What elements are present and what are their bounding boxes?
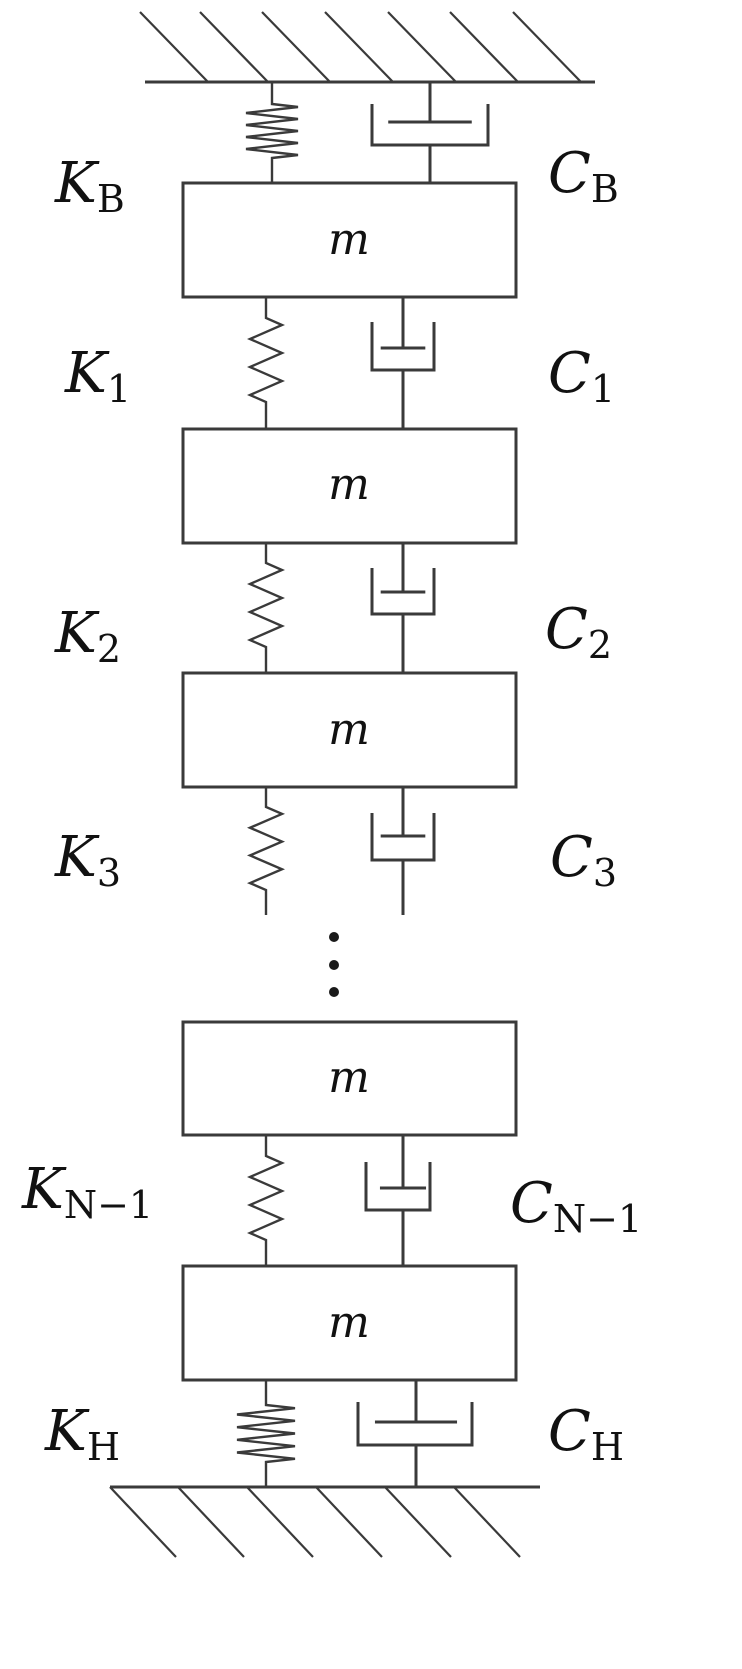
bottom-ground-hatching [109, 1486, 521, 1558]
ellipsis-dot [329, 987, 339, 997]
hatch-line [261, 11, 331, 83]
spring-label-kh: KH [44, 1399, 120, 1469]
spring-coil [246, 787, 286, 915]
damper-c3 [370, 787, 436, 915]
spring-label-k1: K1 [64, 341, 131, 411]
mass-1: m [181, 181, 518, 299]
hatch-line [512, 11, 582, 83]
hatch-line [384, 1486, 452, 1558]
top-ground-hatching [139, 11, 582, 83]
ellipsis-dot [329, 932, 339, 942]
hatch-line [453, 1486, 521, 1558]
hatch-line [109, 1486, 177, 1558]
spring-labels: KB K1 K2 K3 KN−1 KH [21, 151, 153, 1469]
damper-labels: CB C1 C2 C3 CN−1 CH [510, 141, 642, 1469]
damper-c1 [370, 297, 436, 429]
bottom-ground [109, 1485, 540, 1558]
damper-label-ch: CH [548, 1399, 624, 1469]
dampers [356, 82, 490, 1487]
spring-label-kn-1: KN−1 [21, 1157, 153, 1227]
mass-block [181, 1264, 518, 1382]
mass-block [181, 1020, 518, 1137]
hatch-line [387, 11, 457, 83]
damper-label-cn-1: CN−1 [510, 1171, 642, 1241]
damper-label-c2: C2 [545, 597, 612, 667]
mass-3: m [181, 671, 518, 789]
top-ground [139, 11, 595, 84]
damper-cb [370, 82, 490, 183]
damper-label-cb: CB [548, 141, 619, 211]
damper-cn-1 [364, 1135, 432, 1266]
mass-block [181, 427, 518, 545]
mass-2: m [181, 427, 518, 545]
spring-coil [247, 1135, 285, 1266]
damper-label-c1: C1 [548, 341, 615, 411]
hatch-line [315, 1486, 383, 1558]
spring-kn-1 [247, 1135, 285, 1266]
mass-label: m [328, 459, 370, 510]
hatch-line [139, 11, 209, 83]
spring-label-kb: KB [54, 151, 125, 221]
mass-block [181, 671, 518, 789]
spring-label-k2: K2 [54, 601, 121, 671]
spring-coil [236, 1380, 296, 1487]
mass-n: m [181, 1264, 518, 1382]
mass-n-minus-1: m [181, 1020, 518, 1137]
mass-label: m [328, 214, 370, 265]
hatch-line [449, 11, 519, 83]
springs [236, 82, 299, 1487]
hatch-line [246, 1486, 314, 1558]
spring-k1 [247, 297, 285, 429]
spring-coil [245, 82, 299, 183]
spring-kb [245, 82, 299, 183]
ellipsis-dot [329, 960, 339, 970]
spring-coil [247, 297, 285, 429]
damper-label-c3: C3 [550, 825, 617, 895]
continuation-ellipsis [329, 932, 339, 997]
mass-block [181, 181, 518, 299]
damper-c2 [370, 543, 436, 673]
hatch-line [324, 11, 394, 83]
spring-k2 [247, 543, 285, 673]
mass-label: m [328, 1297, 370, 1348]
hatch-line [177, 1486, 245, 1558]
damper-cylinder [364, 1162, 432, 1212]
hatch-line [199, 11, 269, 83]
damper-ch [356, 1380, 474, 1487]
mass-label: m [328, 1052, 370, 1103]
spring-kh [236, 1380, 296, 1487]
spring-k3 [246, 787, 286, 915]
mass-label: m [328, 704, 370, 755]
spring-label-k3: K3 [54, 825, 121, 895]
spring-coil [247, 543, 285, 673]
